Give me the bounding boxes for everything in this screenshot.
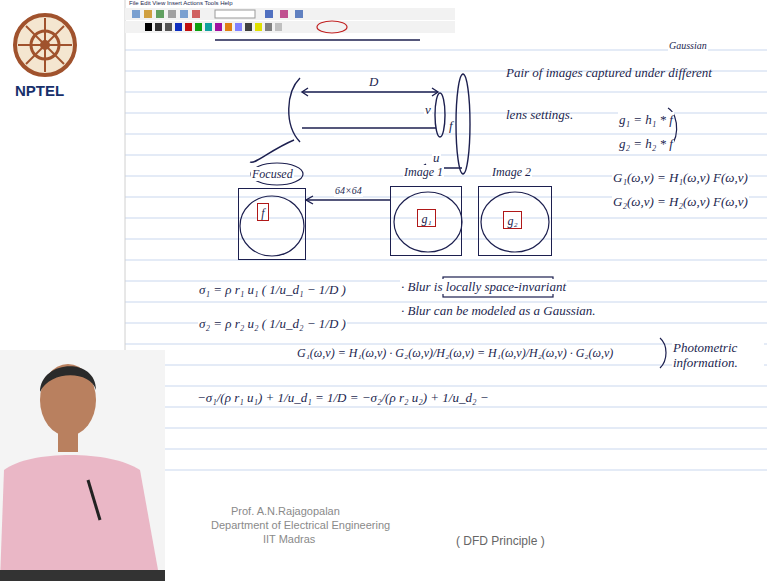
dimension-label: D — [368, 74, 379, 89]
caption-text: ( DFD Principle ) — [455, 534, 546, 548]
image-patch: f — [257, 203, 269, 221]
footer-text: Prof. A.N.Rajagopalan — [230, 505, 341, 518]
footer-text: Department of Electrical Engineering — [210, 519, 391, 532]
note-text: · Blur can be modeled as a Gaussian. — [400, 303, 597, 318]
image-frame: Image 1g₁ — [390, 186, 462, 256]
patch-label: f — [258, 206, 268, 220]
ruled-lines — [125, 50, 767, 470]
focus-circle-mark — [251, 163, 303, 185]
note-text: · Blur is locally space-invariant — [400, 279, 567, 294]
edge-label: 64×64 — [334, 185, 363, 197]
brace — [660, 338, 666, 368]
equation: −σ₁/(ρ r₁ u₁) + 1/u_d₁ = 1/D = −σ₂/(ρ r₂… — [196, 390, 490, 405]
image-patch: g₂ — [503, 211, 522, 229]
equation: σ₂ = ρ r₂ u₂ ( 1/u_d₂ − 1/D ) — [198, 316, 347, 331]
image-circles — [240, 192, 549, 256]
dimension-label: v — [424, 102, 432, 117]
frame-heading: Focused — [251, 167, 294, 181]
equation: σ₁ = ρ r₁ u₁ ( 1/u_d₁ − 1/D ) — [198, 282, 347, 297]
frame-heading: Image 1 — [403, 165, 444, 179]
image-frame: Image 2g₂ — [478, 186, 552, 256]
dimension-label: u — [432, 150, 441, 165]
image-patch: g₁ — [417, 209, 436, 227]
toolbar — [125, 8, 455, 40]
image-frame: Focusedf — [238, 188, 306, 260]
logo-text: NPTEL — [14, 82, 65, 100]
equation: G₁(ω,v) = H₁(ω,v) F(ω,v) — [612, 170, 749, 185]
nptel-logo — [15, 15, 75, 75]
footer-text: IIT Madras — [262, 533, 316, 546]
menu-bar: File Edit View Insert Actions Tools Help — [128, 0, 234, 7]
patch-label: g₂ — [504, 214, 521, 228]
equation: G₂(ω,v) = H₂(ω,v) F(ω,v) — [612, 194, 749, 209]
frame-heading: Image 2 — [491, 165, 532, 179]
note-text: Photometric information. — [672, 340, 764, 370]
patch-label: g₁ — [418, 212, 435, 226]
dimension-label: f — [448, 118, 454, 133]
presenter — [0, 350, 165, 581]
lens-diagram — [250, 74, 470, 174]
equation: G₁(ω,v) = H₁(ω,v) · G₂(ω,v)/H₂(ω,v) = H₁… — [296, 346, 614, 360]
connector-arrow — [306, 196, 390, 204]
equation: g₁ = h₁ * f — [618, 112, 674, 127]
note-text: Gaussian — [668, 40, 708, 52]
equation: g₂ = h₂ * f — [618, 136, 674, 151]
